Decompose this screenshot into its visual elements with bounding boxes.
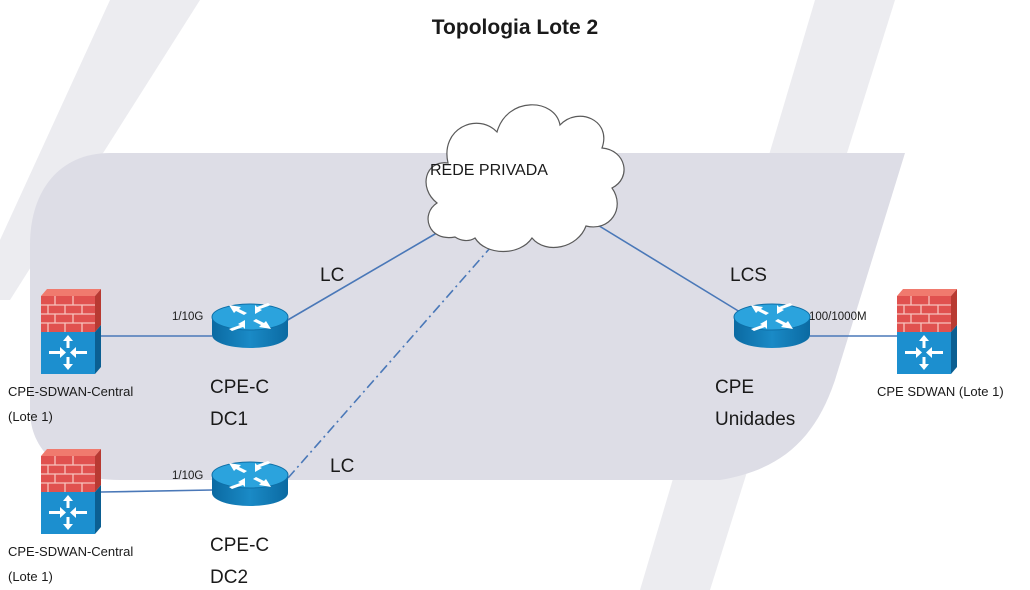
link-unidades-cloud bbox=[595, 223, 741, 313]
firewall-central1-name: CPE-SDWAN-Central bbox=[8, 384, 134, 399]
firewall-icon-sdwan bbox=[896, 288, 958, 375]
router-label-dc1: CPE-C DC1 bbox=[210, 376, 269, 432]
cloud-label: REDE PRIVADA bbox=[430, 162, 548, 179]
firewall-icon-central1 bbox=[40, 288, 102, 375]
link-label-dc1: LC bbox=[320, 265, 345, 286]
firewall-central1-lote: (Lote 1) bbox=[8, 409, 53, 424]
link-dc2-cloud bbox=[287, 247, 491, 479]
router-dc1-site: DC1 bbox=[210, 409, 249, 430]
link-label-dc2: LC bbox=[330, 456, 355, 477]
firewall-label-central1: CPE-SDWAN-Central (Lote 1) bbox=[8, 383, 133, 426]
firewall-icon-central2 bbox=[40, 448, 102, 535]
router-unidades-name: CPE bbox=[715, 377, 755, 398]
firewall-central2-lote: (Lote 1) bbox=[8, 569, 53, 584]
port-label-fw1: 1/10G bbox=[172, 311, 204, 323]
firewall-label-central2: CPE-SDWAN-Central (Lote 1) bbox=[8, 543, 133, 586]
router-label-unidades: CPE Unidades bbox=[715, 376, 795, 432]
link-label-unidades: LCS bbox=[730, 265, 767, 286]
cloud-icon bbox=[425, 104, 625, 252]
router-unidades-site: Unidades bbox=[715, 409, 796, 430]
router-icon-unidades bbox=[733, 302, 811, 349]
link-fw2-dc2 bbox=[100, 489, 213, 493]
links bbox=[100, 223, 897, 493]
diagram-title: Topologia Lote 2 bbox=[431, 16, 599, 39]
background-band bbox=[0, 0, 905, 590]
firewall-central2-name: CPE-SDWAN-Central bbox=[8, 544, 134, 559]
firewall-label-sdwan: CPE SDWAN (Lote 1) bbox=[877, 384, 1004, 399]
router-dc2-site: DC2 bbox=[210, 567, 249, 588]
link-dc1-cloud bbox=[285, 226, 448, 322]
router-dc2-name: CPE-C bbox=[210, 535, 270, 556]
router-icon-dc1 bbox=[211, 302, 289, 349]
router-dc1-name: CPE-C bbox=[210, 377, 270, 398]
router-label-dc2: CPE-C DC2 bbox=[210, 534, 269, 590]
router-icon-dc2 bbox=[211, 460, 289, 507]
port-label-unidades: 100/1000M bbox=[809, 311, 867, 323]
port-label-fw2: 1/10G bbox=[172, 470, 204, 482]
